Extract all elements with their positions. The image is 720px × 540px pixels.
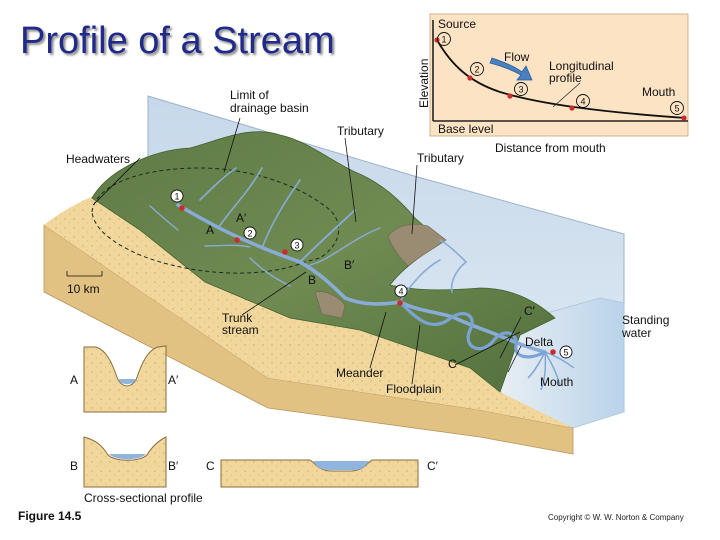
profile-num-2: 2 [474, 65, 479, 75]
scale-label: 10 km [67, 282, 100, 296]
cross-b-label: B [70, 459, 78, 473]
inset-mouth-label: Mouth [642, 85, 675, 99]
standing-label-2: water [621, 326, 651, 340]
block-num-1: 1 [174, 192, 179, 202]
floodplain-label: Floodplain [386, 382, 441, 396]
limit-label-2: drainage basin [230, 101, 309, 115]
cross-c-prime-label: C′ [427, 459, 439, 473]
cross-section-caption: Cross-sectional profile [84, 491, 203, 505]
block-b-prime-label: B′ [344, 258, 355, 272]
flow-label: Flow [504, 50, 530, 64]
tributary-label-2: Tributary [417, 151, 464, 165]
cross-b-prime-label: B′ [168, 459, 179, 473]
profile-point-2 [467, 75, 472, 80]
marker-2 [234, 237, 240, 243]
trunk-label-2: stream [222, 323, 259, 337]
block-num-4: 4 [398, 287, 403, 297]
profile-num-3: 3 [518, 85, 523, 95]
profile-num-5: 5 [674, 104, 679, 114]
block-b-label: B [308, 273, 316, 287]
cross-c-label: C [206, 459, 215, 473]
cross-section-c-water [313, 461, 369, 470]
standing-label-1: Standing [622, 313, 669, 327]
elevation-label: Elevation [417, 59, 431, 108]
longitudinal-profile-inset: 1 2 3 4 5 Source Elevation Flow Longitud… [417, 14, 688, 155]
cross-section-b [84, 437, 166, 487]
cross-a-label: A [70, 373, 78, 387]
block-num-3: 3 [294, 241, 299, 251]
block-a-label: A [206, 223, 214, 237]
cross-a-prime-label: A′ [168, 373, 179, 387]
profile-point-1 [434, 37, 439, 42]
tributary-label-1: Tributary [337, 124, 384, 138]
block-num-2: 2 [247, 229, 252, 239]
profile-num-4: 4 [580, 97, 585, 107]
marker-1 [179, 205, 185, 211]
marker-3 [282, 249, 288, 255]
distance-label: Distance from mouth [495, 141, 606, 155]
profile-point-4 [569, 105, 574, 110]
meander-label: Meander [336, 366, 383, 380]
profile-num-1: 1 [441, 35, 446, 45]
headwaters-label: Headwaters [66, 152, 130, 166]
base-level-label: Base level [438, 122, 493, 136]
block-mouth-label: Mouth [540, 375, 573, 389]
profile-point-3 [507, 93, 512, 98]
block-c-label: C [448, 357, 457, 371]
marker-5 [550, 349, 556, 355]
copyright-notice: Copyright © W. W. Norton & Company [548, 513, 684, 522]
limit-label-1: Limit of [230, 88, 269, 102]
marker-4 [397, 300, 403, 306]
delta-label: Delta [525, 335, 553, 349]
block-c-prime-label: C′ [524, 304, 536, 318]
source-label: Source [438, 17, 476, 31]
figure-label: Figure 14.5 [18, 509, 81, 523]
profile-point-5 [681, 115, 686, 120]
block-num-5: 5 [563, 348, 568, 358]
profile-label: profile [549, 71, 582, 85]
block-a-prime-label: A′ [236, 211, 247, 225]
